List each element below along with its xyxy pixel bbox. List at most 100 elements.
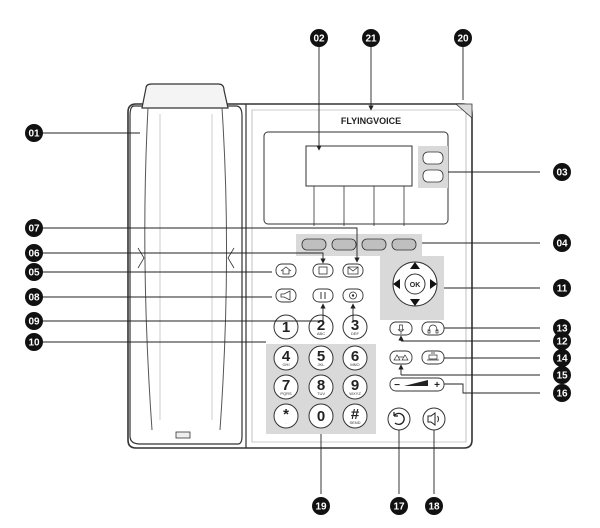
arrow-left-icon[interactable] — [393, 279, 400, 289]
arrow-right-icon[interactable] — [430, 279, 437, 289]
callout-badge: 04 — [553, 234, 571, 252]
keypad-key[interactable]: #SEND — [342, 403, 368, 429]
callout-number: 05 — [28, 268, 40, 279]
keypad-letters: JKL — [318, 362, 326, 367]
keypad-digit: 1 — [282, 319, 290, 336]
callout-number: 20 — [457, 34, 469, 45]
line-key-1[interactable] — [422, 151, 444, 165]
redial-round-button[interactable] — [387, 407, 411, 431]
keypad-digit: 7 — [282, 377, 290, 394]
softkey-4[interactable] — [391, 238, 417, 251]
home-icon — [280, 266, 292, 275]
conference-icon — [427, 352, 439, 361]
callout-circle — [553, 234, 571, 252]
callout-circle — [362, 29, 380, 47]
keypad-key-cap — [273, 345, 299, 371]
handset-side-notch-right — [227, 247, 235, 269]
speaker-icon — [427, 412, 439, 426]
callout-badge: 01 — [25, 124, 43, 142]
mute-button[interactable] — [389, 321, 413, 336]
brand-logo: FLYINGVOICE — [341, 116, 401, 126]
keypad-key-cap — [308, 345, 334, 371]
microphone-icon — [397, 324, 405, 334]
volume-plus-label: + — [434, 380, 440, 391]
callout-number: 08 — [28, 293, 40, 304]
record-icon-dot — [351, 294, 355, 297]
arrow-up-icon[interactable] — [410, 262, 420, 269]
callout-circle — [25, 333, 43, 351]
callout-number: 17 — [393, 502, 405, 513]
callout-number: 14 — [556, 354, 568, 365]
line-key-2[interactable] — [422, 169, 444, 183]
callout-badge: 19 — [312, 497, 330, 515]
callout-number: 11 — [557, 284, 568, 295]
callout-circle — [25, 124, 43, 142]
callout-badge: 13 — [553, 319, 571, 337]
keypad-key[interactable]: *. — [273, 403, 299, 429]
callout-circle — [25, 219, 43, 237]
pause-icon — [320, 292, 326, 299]
callout-badge: 16 — [553, 384, 571, 402]
conference-button[interactable] — [421, 350, 445, 365]
softkey-guide-lines — [313, 186, 405, 226]
handset[interactable] — [129, 83, 243, 445]
headset-button[interactable] — [421, 321, 445, 336]
callout-number: 21 — [365, 34, 377, 45]
keypad-key-cap — [308, 403, 334, 429]
handset-grip-left — [144, 107, 153, 431]
softkey-2[interactable] — [331, 238, 357, 251]
directory-button[interactable] — [312, 263, 334, 278]
callout-circle — [553, 332, 571, 350]
redial-icon — [393, 412, 405, 426]
callout-circle — [25, 312, 43, 330]
keypad-letters: MNO — [350, 362, 359, 367]
envelope-icon — [347, 266, 359, 275]
keypad-letters: ABC — [317, 331, 325, 336]
callout-circle — [25, 244, 43, 262]
callout-badge: 15 — [553, 366, 571, 384]
callout-circle — [25, 263, 43, 281]
callout-number: 18 — [428, 502, 440, 513]
keypad-key[interactable]: 0 — [308, 403, 334, 429]
speaker-round-button[interactable] — [422, 407, 446, 431]
callout-number: 16 — [556, 389, 568, 400]
callout-badge: 21 — [362, 29, 380, 47]
callout-circle — [553, 319, 571, 337]
softkey-1[interactable] — [301, 238, 327, 251]
handset-side-notch-left — [137, 247, 145, 269]
callout-circle — [312, 497, 330, 515]
callout-circle — [454, 29, 472, 47]
lcd-screen — [305, 145, 413, 187]
keypad-digit: 9 — [351, 377, 359, 394]
keypad-key[interactable]: 1 — [273, 314, 299, 340]
transfer-button[interactable] — [389, 350, 413, 365]
ok-button[interactable] — [404, 273, 426, 295]
callout-number: 03 — [556, 168, 568, 179]
arrow-down-icon[interactable] — [410, 299, 420, 306]
callout-badge: 17 — [390, 497, 408, 515]
transfer-icon — [393, 354, 409, 361]
paging-button[interactable] — [275, 288, 297, 303]
callout-number: 01 — [28, 129, 40, 140]
keypad-digit: 5 — [317, 348, 325, 365]
hold-button[interactable] — [312, 288, 334, 303]
keypad-digit: * — [283, 406, 289, 423]
callout-badge: 02 — [310, 29, 328, 47]
callout-badge: 07 — [25, 219, 43, 237]
keypad-letters: . — [285, 420, 286, 425]
softkey-panel — [296, 234, 422, 256]
keypad-key-cap — [342, 403, 368, 429]
callout-badge: 18 — [425, 497, 443, 515]
base-inner-edge — [251, 109, 467, 443]
home-button[interactable] — [275, 263, 297, 278]
softkey-3[interactable] — [361, 238, 387, 251]
callout-number: 12 — [556, 337, 568, 348]
